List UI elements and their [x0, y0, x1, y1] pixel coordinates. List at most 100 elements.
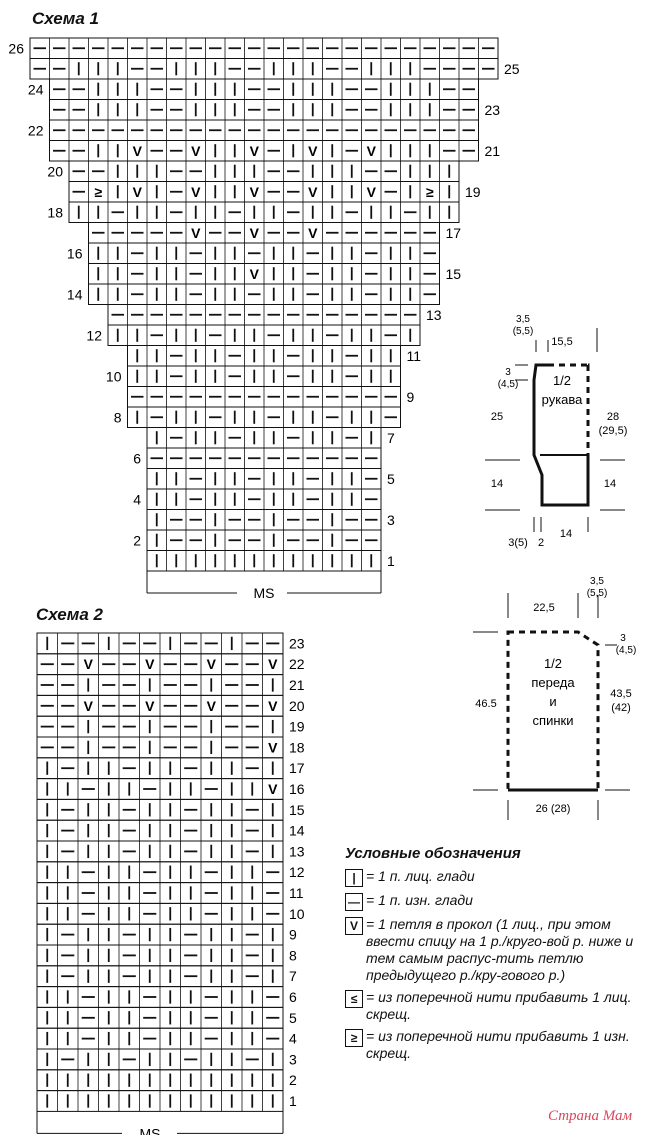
knit-symbol-icon: |: [345, 869, 363, 887]
row-number-right: 16: [289, 781, 305, 797]
sleeve-dim-top-left-2: (5,5): [513, 326, 534, 337]
sleeve-dim-top-left: 3,5: [516, 314, 530, 325]
tuck-stitch-icon: V: [268, 739, 278, 755]
body-dim-shoulder: 3: [620, 633, 626, 644]
increase-purl-symbol-icon: ≥: [345, 1029, 363, 1047]
row-number-left: 24: [28, 81, 44, 97]
legend-text-knit: = 1 п. лиц. глади: [366, 868, 475, 884]
body-label-4: спинки: [533, 713, 574, 728]
tuck-stitch-symbol-icon: V: [345, 917, 363, 935]
sleeve-dim-right-2: (29,5): [599, 425, 628, 437]
legend-item-knit: | = 1 п. лиц. глади: [345, 868, 645, 887]
tuck-stitch-icon: V: [268, 656, 278, 672]
legend-item-purl: — = 1 п. изн. глади: [345, 892, 645, 911]
body-dim-bottom: 26 (28): [536, 803, 571, 815]
garment-schematics: 1/2 рукава 3,5 (5,5) 15,5 3 (4,5) 25 14 …: [473, 314, 636, 820]
body-dim-top-right: 3,5: [590, 576, 604, 587]
legend-item-increase-knit: ≤ = из поперечной нити прибавить 1 лиц. …: [345, 989, 645, 1023]
row-number-right: 5: [289, 1010, 297, 1026]
scheme-1-title: Схема 1: [32, 9, 99, 28]
sleeve-dim-top: 15,5: [551, 336, 572, 348]
tuck-stitch-icon: V: [367, 184, 377, 200]
tuck-stitch-icon: V: [250, 266, 260, 282]
sleeve-dim-left-lower: 14: [491, 478, 503, 490]
tuck-stitch-icon: V: [191, 184, 201, 200]
row-number-right: 1: [289, 1093, 297, 1109]
body-label-2: переда: [531, 675, 575, 690]
tuck-stitch-icon: V: [308, 143, 318, 159]
row-number-left: 2: [133, 532, 141, 548]
row-number-left: 18: [47, 204, 63, 220]
row-number-right: 9: [407, 389, 415, 405]
row-number-right: 21: [289, 677, 305, 693]
row-number-right: 10: [289, 906, 305, 922]
row-number-right: 14: [289, 823, 305, 839]
body-dim-right: 43,5: [610, 688, 631, 700]
sleeve-dim-right: 28: [607, 411, 619, 423]
tuck-stitch-icon: V: [191, 143, 201, 159]
row-number-left: 4: [133, 491, 141, 507]
row-number-right: 23: [289, 635, 305, 651]
row-number-left: 20: [47, 163, 63, 179]
increase-stitch-icon: ≥: [94, 184, 102, 200]
row-number-left: 6: [133, 450, 141, 466]
body-dim-top-right-2: (5,5): [587, 588, 608, 599]
row-number-right: 7: [387, 430, 395, 446]
legend: Условные обозначения | = 1 п. лиц. глади…: [345, 845, 645, 1067]
row-number-left: 12: [86, 327, 102, 343]
row-number-right: 20: [289, 698, 305, 714]
row-number-right: 5: [387, 471, 395, 487]
sleeve-dim-bottom-mid: 2: [538, 537, 544, 549]
row-number-right: 19: [289, 719, 305, 735]
tuck-stitch-icon: V: [191, 225, 201, 241]
tuck-stitch-icon: V: [308, 225, 318, 241]
increase-stitch-icon: ≥: [426, 184, 434, 200]
row-number-right: 15: [446, 266, 462, 282]
row-number-right: 19: [465, 184, 481, 200]
row-number-right: 22: [289, 656, 305, 672]
row-number-right: 2: [289, 1072, 297, 1088]
row-number-right: 23: [485, 102, 501, 118]
legend-title: Условные обозначения: [345, 845, 521, 862]
body-schematic: 1/2 переда и спинки 22,5 3,5 (5,5) 3 (4,…: [473, 576, 636, 820]
scheme-2-title: Схема 2: [36, 605, 103, 624]
tuck-stitch-icon: V: [84, 656, 94, 672]
tuck-stitch-icon: V: [207, 656, 217, 672]
tuck-stitch-icon: V: [250, 143, 260, 159]
row-number-right: 13: [289, 843, 305, 859]
legend-item-increase-purl: ≥ = из поперечной нити прибавить 1 изн. …: [345, 1028, 645, 1062]
body-dim-right-2: (42): [611, 702, 631, 714]
row-number-left: 14: [67, 286, 83, 302]
sleeve-schematic: 1/2 рукава 3,5 (5,5) 15,5 3 (4,5) 25 14 …: [485, 314, 627, 549]
watermark-logo: Страна Мам: [548, 1108, 633, 1124]
sleeve-dim-bottom-left: 3(5): [508, 537, 528, 549]
row-number-left: 22: [28, 122, 44, 138]
tuck-stitch-icon: V: [250, 225, 260, 241]
row-number-right: 18: [289, 739, 305, 755]
row-number-right: 21: [485, 143, 501, 159]
tuck-stitch-icon: V: [133, 184, 143, 200]
body-label-3: и: [549, 694, 556, 709]
body-outline: [506, 630, 600, 792]
row-number-right: 13: [426, 307, 442, 323]
row-number-right: 1: [387, 553, 395, 569]
row-number-right: 4: [289, 1031, 297, 1047]
sleeve-dim-left-upper: 25: [491, 411, 503, 423]
row-number-left: 26: [8, 40, 24, 56]
row-number-left: 16: [67, 245, 83, 261]
tuck-stitch-icon: V: [268, 698, 278, 714]
tuck-stitch-icon: V: [145, 656, 155, 672]
sleeve-dim-shoulder-2: (4,5): [498, 379, 519, 390]
row-number-right: 17: [446, 225, 462, 241]
body-label-1: 1/2: [544, 656, 562, 671]
sleeve-dim-right-lower: 14: [604, 478, 616, 490]
body-dim-shoulder-2: (4,5): [616, 645, 637, 656]
legend-text-increase-knit: = из поперечной нити прибавить 1 лиц. ск…: [366, 989, 632, 1022]
row-number-right: 15: [289, 802, 305, 818]
legend-text-purl: = 1 п. изн. глади: [366, 892, 473, 908]
row-number-right: 8: [289, 947, 297, 963]
tuck-stitch-icon: V: [145, 698, 155, 714]
legend-item-tuck: V = 1 петля в прокол (1 лиц., при этом в…: [345, 916, 645, 984]
row-number-right: 6: [289, 989, 297, 1005]
